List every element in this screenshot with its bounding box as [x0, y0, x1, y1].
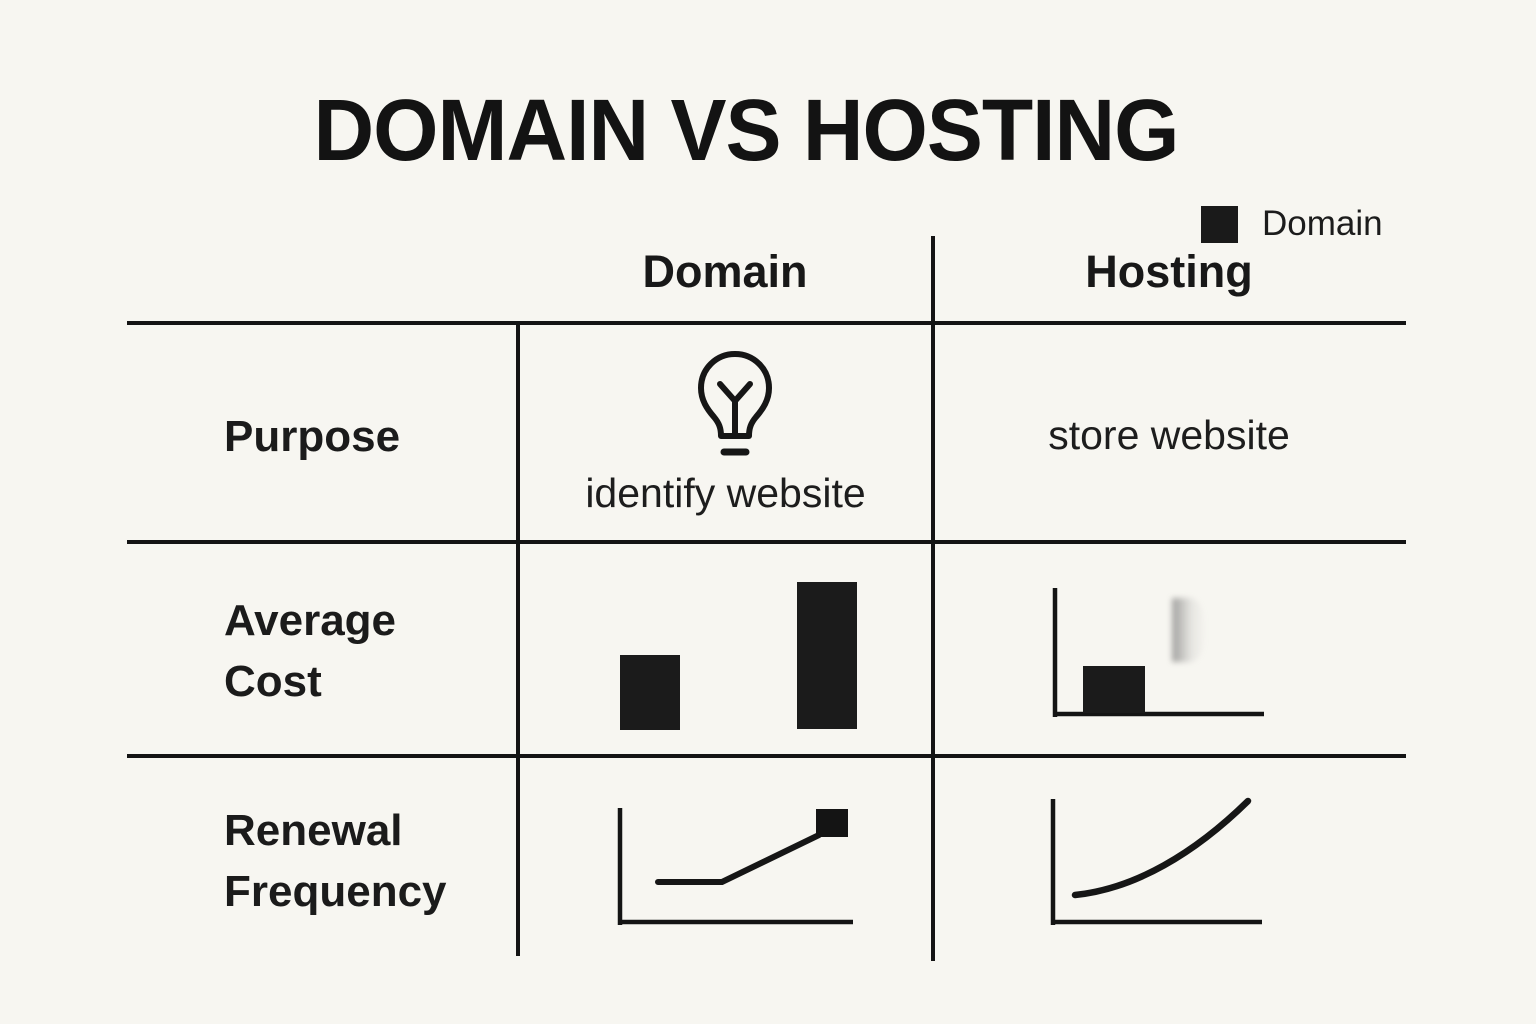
legend-label: Domain — [1262, 204, 1383, 243]
row-label-purpose: Purpose — [224, 412, 401, 461]
black-square-swatch-icon — [1201, 205, 1238, 243]
row-label-average-cost: Average Cost — [224, 596, 397, 706]
growth-curve-chart-icon — [1040, 785, 1280, 945]
column-header-domain: Domain — [642, 246, 808, 297]
lightbulb-icon — [687, 348, 783, 468]
column-header-hosting: Hosting — [1085, 246, 1253, 297]
step-line-chart-icon — [598, 792, 868, 942]
bar-tall — [797, 582, 857, 729]
bar-small — [620, 655, 680, 730]
grid-line-vertical-1 — [516, 322, 520, 956]
purpose-domain-text: identify website — [585, 470, 866, 516]
page-title: DOMAIN VS HOSTING — [313, 81, 1179, 179]
grid-line-horizontal-3 — [127, 754, 1406, 758]
legend: Domain — [1201, 204, 1383, 244]
single-bar-axis-chart-icon — [1044, 580, 1274, 725]
purpose-hosting-text: store website — [1048, 412, 1290, 458]
row-label-renewal-frequency: Renewal Frequency — [224, 806, 447, 916]
grid-line-horizontal-1 — [127, 321, 1406, 325]
grid-line-horizontal-2 — [127, 540, 1406, 544]
grid-line-vertical-2 — [931, 236, 935, 961]
smudge-artifact — [1172, 598, 1206, 662]
